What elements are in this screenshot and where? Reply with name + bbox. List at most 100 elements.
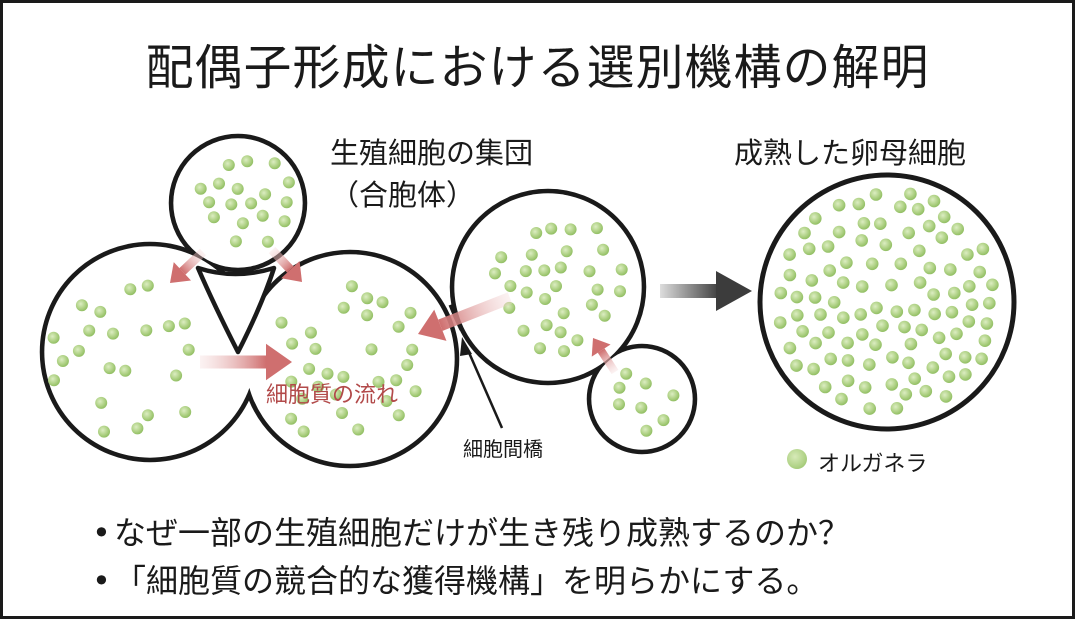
organelle-dot [598, 309, 611, 322]
organelle-dot [558, 345, 570, 358]
organelle-dot [923, 261, 937, 275]
organelle-dot [170, 369, 183, 382]
organelle-dot [329, 388, 342, 401]
organelle-dot [337, 301, 350, 314]
organelle-dot [178, 317, 191, 330]
organelle-dot [898, 320, 911, 334]
organelle-dot [902, 226, 915, 240]
bullet-marker: • [92, 514, 111, 552]
organelle-dot [908, 303, 921, 317]
organelle-dot [858, 381, 872, 394]
organelle-dot [345, 280, 358, 293]
organelle-dot [103, 362, 116, 375]
organelle-dot [520, 286, 533, 299]
organelle-dot [285, 375, 298, 388]
organelle-dot [203, 196, 216, 209]
organelle-dot [613, 381, 626, 394]
organelle-dot [835, 392, 848, 406]
organelle-dot [585, 298, 598, 311]
organelle-dot [774, 286, 788, 300]
oocyte-organelle-dots [773, 187, 999, 415]
organelle-dot [259, 188, 272, 201]
bullet-marker: • [92, 562, 111, 600]
organelle-dot [879, 238, 893, 252]
organelle-dot [832, 225, 846, 239]
organelle-dot [564, 223, 577, 236]
organelle-dot [932, 331, 946, 345]
syncytium-label-sub: （合胞体） [330, 178, 476, 212]
organelle-dot [876, 319, 889, 333]
organelle-dot [95, 396, 108, 409]
organelle-dot [406, 343, 419, 356]
organelle-dot [517, 324, 530, 337]
organelle-dot [944, 263, 957, 276]
organelle-dot [179, 406, 192, 418]
organelle-dot [222, 159, 235, 171]
organelle-dot [836, 276, 850, 289]
organelle-dot [904, 337, 918, 351]
organelle-dot [869, 188, 883, 201]
organelle-dot [885, 278, 898, 292]
organelle-dot [963, 280, 976, 293]
organelle-dot [870, 301, 883, 315]
organelle-dot [539, 293, 552, 305]
organelle-dot [231, 182, 244, 195]
organelle-dot [818, 380, 832, 394]
organelle-dot [268, 157, 281, 170]
organelle-dot [798, 226, 811, 240]
organelle-dot [904, 187, 917, 201]
organelle-dot [809, 336, 822, 350]
organelle-dot [935, 231, 949, 244]
bullet-item: •「細胞質の競合的な獲得機構」を明らかにする。 [92, 556, 818, 602]
organelle-dot [583, 265, 596, 278]
organelle-dot [519, 265, 532, 278]
organelle-dot [928, 307, 941, 321]
organelle-dot [56, 355, 69, 367]
organelle-dot [855, 234, 868, 247]
organelle-dot [791, 309, 804, 322]
organelle-dot [229, 235, 242, 248]
organelle-dot [213, 177, 225, 190]
transition-arrow [660, 271, 752, 311]
organelle-dot [942, 370, 956, 384]
organelle-dots [47, 155, 680, 438]
organelle-dot [225, 198, 238, 211]
organelle-dot [557, 307, 570, 320]
bullet-text: なぜ一部の生殖細胞だけが生き残り成熟するのか？ [114, 514, 851, 552]
organelle-dot [550, 280, 562, 293]
organelle-dot [554, 261, 567, 274]
organelle-dot [908, 372, 921, 386]
organelle-dot [939, 347, 952, 361]
organelle-dot [841, 374, 855, 388]
organelle-dot [841, 336, 854, 350]
organelle-dot [783, 248, 796, 261]
organelle-dot [236, 217, 249, 230]
flow-arrow [591, 337, 619, 375]
organelle-dot [560, 245, 573, 258]
organelle-dot [285, 412, 298, 425]
organelle-dot [376, 296, 389, 309]
organelle-dot [886, 351, 899, 364]
organelle-dot [869, 338, 882, 352]
cytoplasm-flow-label: 細胞質の流れ [266, 383, 399, 408]
organelle-dot [874, 217, 887, 230]
organelle-dot [965, 298, 979, 312]
cytoplasm-flow-arrows [169, 246, 619, 381]
organelle-dot [937, 210, 951, 224]
organelle-dot [98, 425, 110, 438]
organelle-dot [863, 402, 876, 415]
organelle-dot [790, 359, 803, 372]
organelle-dot [309, 342, 322, 355]
organelle-dot [854, 308, 867, 321]
organelle-dot [182, 343, 195, 356]
organelle-dot [194, 182, 207, 195]
organelle-dot [47, 331, 60, 344]
organelle-dot [591, 283, 604, 296]
organelle-dot [545, 222, 558, 235]
organelle-dot [107, 327, 119, 340]
organelle-dot [894, 257, 908, 271]
organelle-dot [336, 407, 348, 419]
organelle-dot [911, 202, 925, 216]
organelle-dot [978, 334, 992, 348]
organelle-dot [951, 222, 964, 236]
